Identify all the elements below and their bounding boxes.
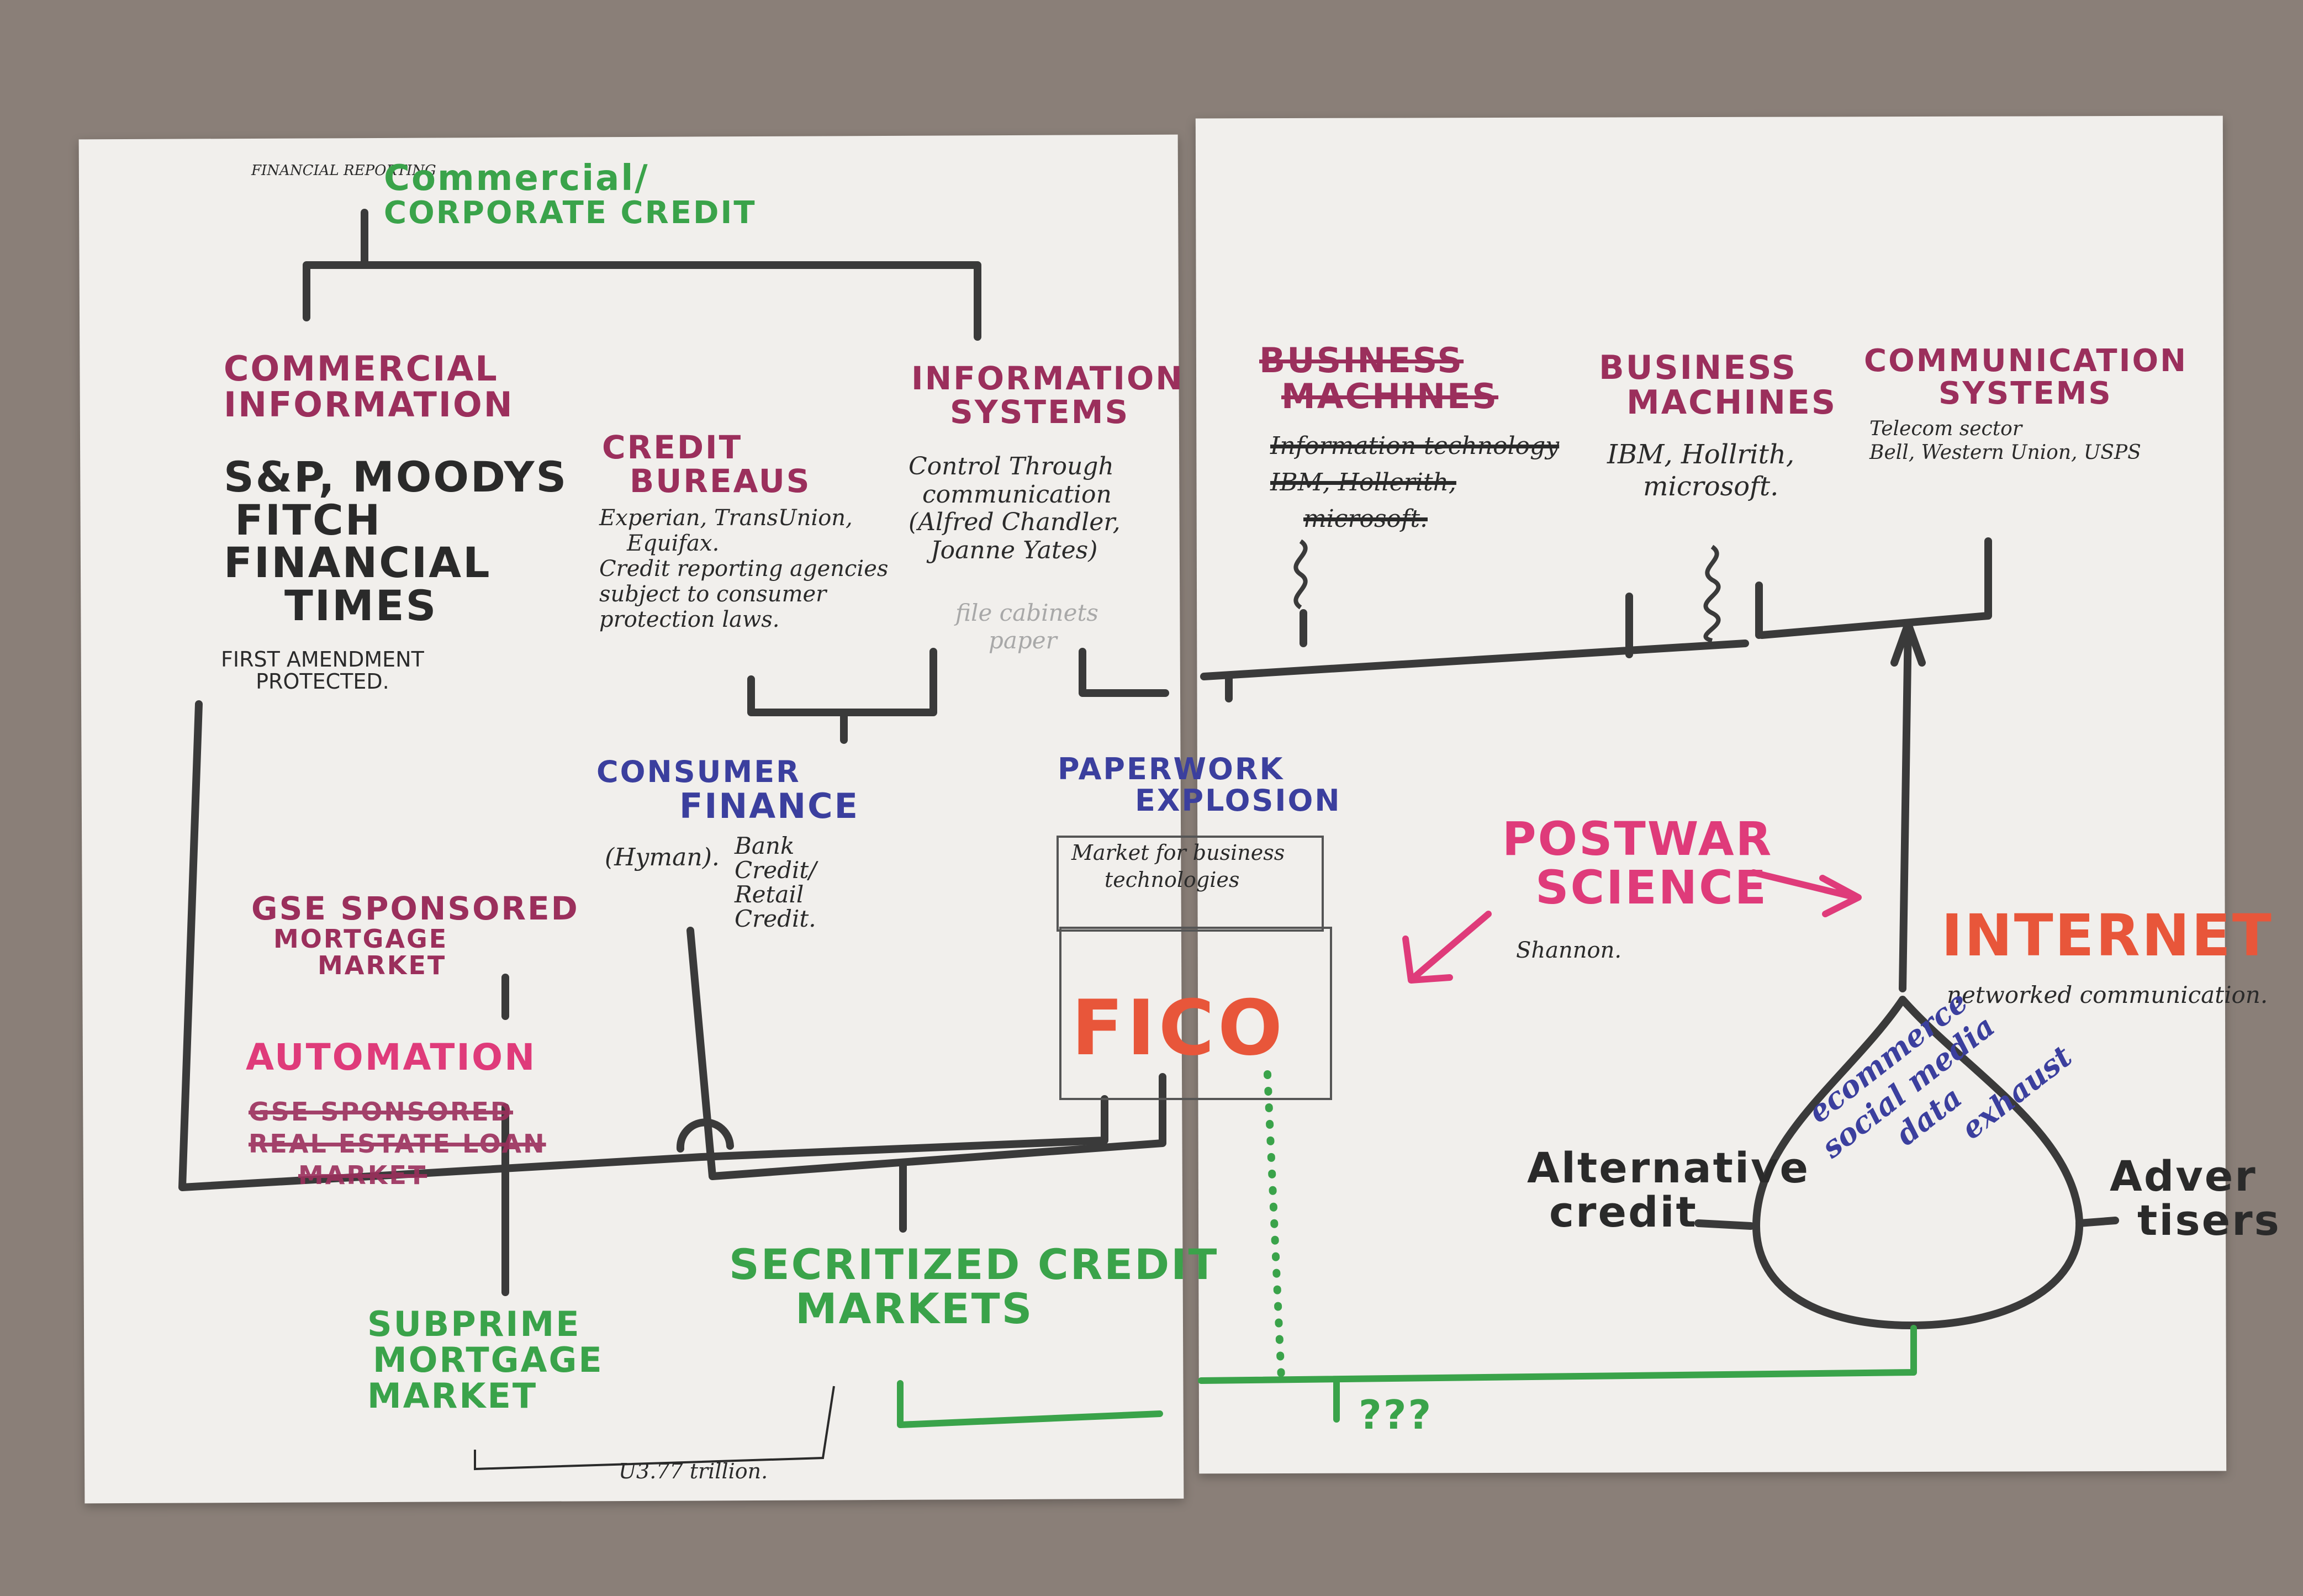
crossed-out-notes: Information technology IBM, Hollerith, m… — [1270, 432, 1560, 533]
consumer-finance-hyman-note: (Hyman). — [605, 843, 720, 871]
subprime-mortgage-heading: SUBPRIME MORTGAGE MARKET — [367, 1304, 604, 1417]
crossed-out-business-machines-heading: BUSINESS MACHINES — [1259, 340, 1499, 417]
trillion-note: U3.77 trillion. — [619, 1459, 768, 1483]
shannon-note: Shannon. — [1516, 938, 1622, 963]
file-cabinets-note: file cabinets paper — [955, 599, 1098, 654]
information-systems-heading: INFORMATION SYSTEMS — [911, 360, 1184, 431]
paperwork-explosion-note: Market for business technologies — [1071, 841, 1285, 892]
scribbled-out-gse-block: GSE SPONSORED REAL ESTATE LOAN MARKET — [249, 1097, 546, 1190]
advertisers-label: Adver tisers — [2110, 1151, 2281, 1245]
networked-communication-note: networked communication. — [1947, 981, 2268, 1008]
commercial-corporate-credit-heading: Commercial/ CORPORATE CREDIT — [384, 158, 757, 231]
consumer-finance-bank-note: Bank Credit/ Retail Credit. — [735, 832, 817, 933]
fico-label: FICO — [1071, 984, 1286, 1072]
credit-bureaus-examples: Experian, TransUnion, Equifax. Credit re… — [599, 505, 889, 632]
gse-sponsored-mortgage-heading: GSE SPONSORED MORTGAGE MARKET — [251, 890, 579, 981]
credit-bureaus-heading: CREDIT BUREAUS — [602, 429, 811, 500]
paperwork-explosion-heading: PAPERWORK EXPLOSION — [1058, 752, 1341, 818]
automation-heading: AUTOMATION — [246, 1036, 537, 1079]
postwar-science-heading: POSTWAR SCIENCE — [1502, 812, 1773, 915]
alternative-credit-label: Alternative credit — [1527, 1143, 1810, 1236]
first-amendment-note: FIRST AMENDMENT PROTECTED. — [221, 647, 424, 694]
securitized-credit-markets-heading: SECRITIZED CREDIT MARKETS — [729, 1240, 1219, 1333]
financial-reporting-note: FINANCIAL REPORTING — [251, 162, 436, 179]
business-machines-heading: BUSINESS MACHINES — [1599, 348, 1837, 422]
information-systems-note: Control Through communication (Alfred Ch… — [908, 452, 1121, 564]
commercial-information-examples: S&P, MOODYS FITCH FINANCIAL TIMES — [224, 452, 568, 630]
communication-systems-heading: COMMUNICATION SYSTEMS — [1864, 343, 2188, 411]
commercial-information-heading: COMMERCIAL INFORMATION — [224, 348, 514, 425]
consumer-finance-heading: CONSUMER FINANCE — [596, 754, 860, 826]
communication-systems-examples: Telecom sector Bell, Western Union, USPS — [1869, 418, 2141, 464]
business-machines-examples: IBM, Hollrith, microsoft. — [1607, 439, 1795, 502]
unknown-question-marks: ??? — [1359, 1392, 1433, 1438]
internet-heading: INTERNET — [1941, 902, 2273, 969]
